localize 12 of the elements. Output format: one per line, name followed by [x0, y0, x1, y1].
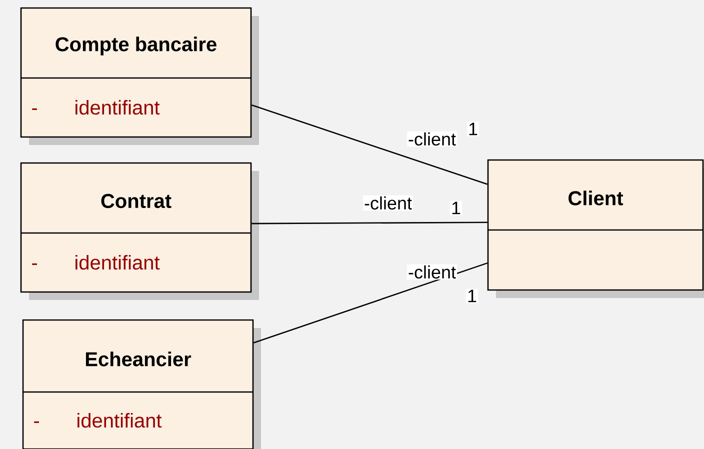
class-box: Compte bancaire - identifiant — [20, 7, 252, 138]
association-line — [251, 104, 488, 185]
class-box: Echeancier - identifiant — [22, 319, 254, 449]
role-label: -client — [363, 195, 413, 211]
class-box: Contrat - identifiant — [20, 162, 252, 293]
association-line — [253, 262, 488, 344]
class-box: Client — [487, 159, 704, 291]
role-label: -client — [407, 264, 457, 280]
multiplicity-label: 1 — [450, 200, 462, 216]
multiplicity-label: 1 — [467, 122, 479, 136]
role-label: -client — [407, 131, 457, 147]
association-line — [252, 222, 488, 224]
